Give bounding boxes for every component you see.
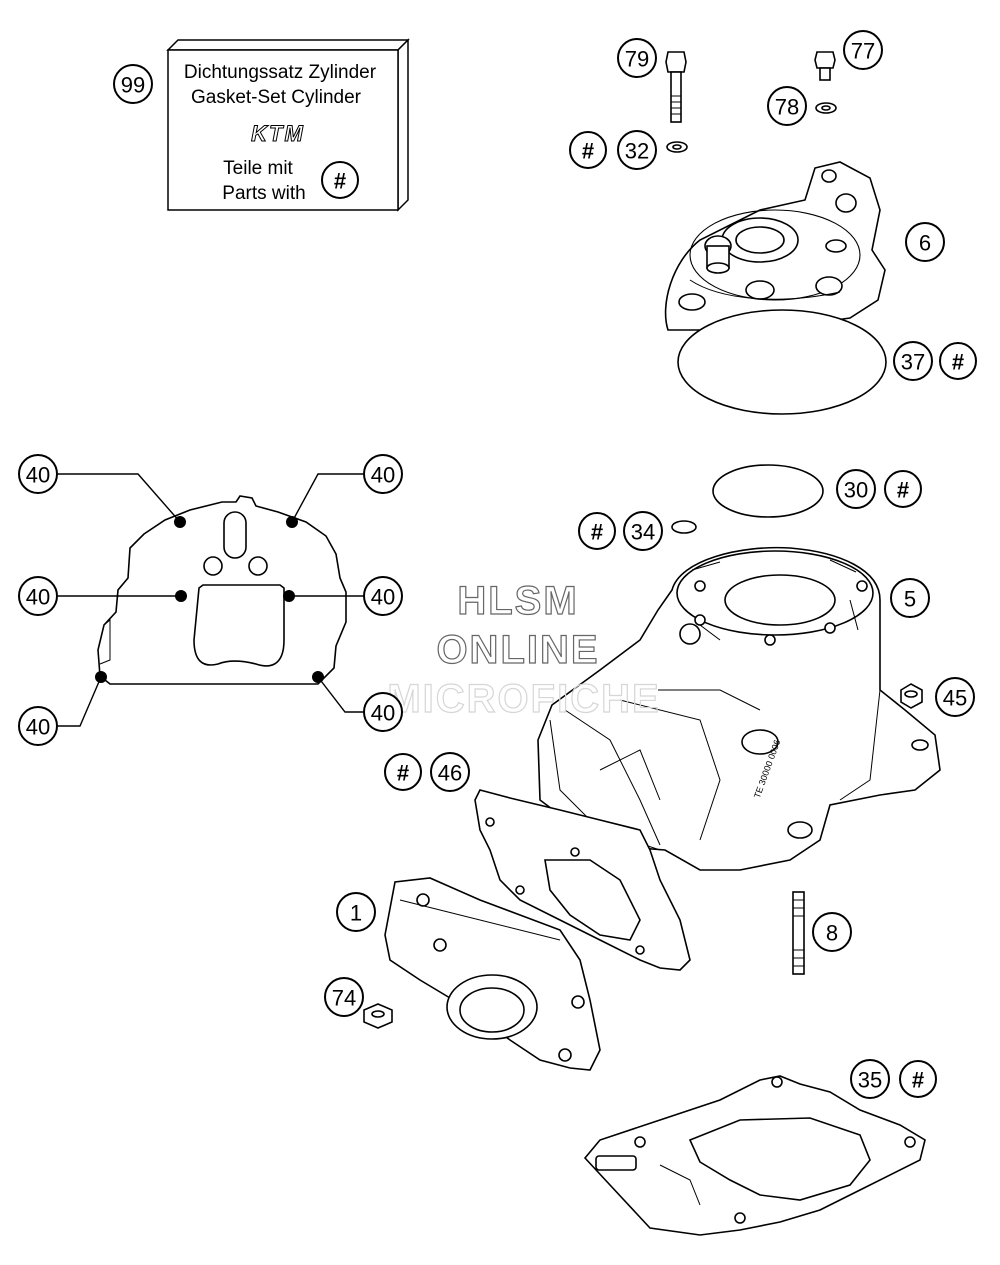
callout-6[interactable]: 6 (905, 222, 945, 262)
callout-35[interactable]: 35 (850, 1059, 890, 1099)
stud-8[interactable] (792, 891, 805, 975)
svg-text:79: 79 (625, 47, 649, 72)
kit-note-en: Parts with (222, 183, 305, 204)
watermark-line1: HLSM (457, 579, 578, 623)
svg-text:8: 8 (826, 921, 838, 946)
callout-40-mid-right[interactable]: 40 (363, 576, 403, 616)
nut-74[interactable] (363, 1003, 393, 1029)
head-gasket-37[interactable] (677, 309, 887, 415)
svg-text:77: 77 (851, 39, 875, 64)
callout-46[interactable]: 46 (430, 752, 470, 792)
svg-text:#: # (591, 520, 603, 545)
svg-text:#: # (952, 350, 964, 375)
gasket-30[interactable] (712, 464, 824, 518)
washer-78[interactable] (815, 102, 837, 114)
callout-99-label: 99 (121, 73, 145, 98)
svg-text:#: # (397, 761, 409, 786)
gasket-46[interactable] (474, 789, 691, 971)
svg-text:45: 45 (943, 686, 967, 711)
hash-marker-35: # (899, 1060, 937, 1098)
svg-text:46: 46 (438, 761, 462, 786)
callout-5[interactable]: 5 (890, 578, 930, 618)
callout-40-bottom-left[interactable]: 40 (18, 706, 58, 746)
watermark-line3: MICROFICHE (387, 677, 660, 721)
svg-text:32: 32 (625, 139, 649, 164)
svg-text:40: 40 (371, 701, 395, 726)
svg-text:78: 78 (775, 95, 799, 120)
callout-32[interactable]: 32 (617, 130, 657, 170)
watermark-line2: ONLINE (436, 628, 599, 672)
callout-1[interactable]: 1 (336, 892, 376, 932)
nut-45[interactable] (900, 683, 923, 709)
svg-text:37: 37 (901, 350, 925, 375)
hash-marker-32: # (569, 131, 607, 169)
svg-text:6: 6 (919, 231, 931, 256)
callout-40-bottom-right[interactable]: 40 (363, 692, 403, 732)
intake-flange-1[interactable] (384, 877, 601, 1071)
callout-99[interactable]: 99 (113, 64, 153, 104)
callout-40-mid-left[interactable]: 40 (18, 576, 58, 616)
svg-text:#: # (582, 139, 594, 164)
kit-note-de: Teile mit (223, 158, 293, 179)
callout-74[interactable]: 74 (324, 977, 364, 1017)
callout-45[interactable]: 45 (935, 677, 975, 717)
hash-marker-46: # (384, 753, 422, 791)
svg-text:30: 30 (844, 478, 868, 503)
callout-30[interactable]: 30 (836, 469, 876, 509)
callout-8[interactable]: 8 (812, 912, 852, 952)
callout-77[interactable]: 77 (843, 30, 883, 70)
svg-text:#: # (912, 1068, 924, 1093)
base-gasket-35[interactable] (583, 1075, 926, 1236)
kit-title-de: Dichtungssatz Zylinder (184, 62, 377, 83)
svg-text:74: 74 (332, 986, 356, 1011)
svg-text:#: # (897, 478, 909, 503)
svg-text:40: 40 (371, 585, 395, 610)
cylinder-5[interactable]: ТЕ 30000 0006 (537, 546, 941, 871)
gasket-kit-box: 99 Dichtungssatz Zylinder Gasket-Set Cyl… (113, 38, 410, 212)
o-ring-34[interactable] (671, 520, 697, 534)
kit-box-front (167, 49, 399, 211)
kit-title-en: Gasket-Set Cylinder (191, 87, 362, 108)
svg-text:40: 40 (26, 463, 50, 488)
callout-40-top-left[interactable]: 40 (18, 454, 58, 494)
svg-text:34: 34 (631, 520, 655, 545)
watermark: HLSM ONLINE MICROFICHE (387, 578, 660, 721)
washer-32[interactable] (666, 141, 688, 153)
svg-text:35: 35 (858, 1068, 882, 1093)
bolt-79[interactable] (665, 51, 687, 123)
callout-78[interactable]: 78 (767, 86, 807, 126)
kit-hash-marker: # (321, 161, 359, 199)
svg-text:1: 1 (350, 901, 362, 926)
svg-text:40: 40 (26, 715, 50, 740)
ktm-logo: KTM (251, 121, 305, 146)
svg-text:5: 5 (904, 587, 916, 612)
bolt-77[interactable] (814, 51, 836, 81)
hash-marker-30: # (884, 470, 922, 508)
hash-marker-34: # (578, 512, 616, 550)
svg-text:#: # (334, 169, 346, 194)
hash-marker-37: # (939, 342, 977, 380)
gasket-detail-leaders (58, 473, 364, 727)
cylinder-head-6[interactable] (664, 161, 886, 331)
callout-37[interactable]: 37 (893, 341, 933, 381)
callout-79[interactable]: 79 (617, 38, 657, 78)
callout-40-top-right[interactable]: 40 (363, 454, 403, 494)
svg-text:40: 40 (371, 463, 395, 488)
callout-34[interactable]: 34 (623, 511, 663, 551)
svg-text:40: 40 (26, 585, 50, 610)
gasket-detail-view (97, 495, 347, 685)
